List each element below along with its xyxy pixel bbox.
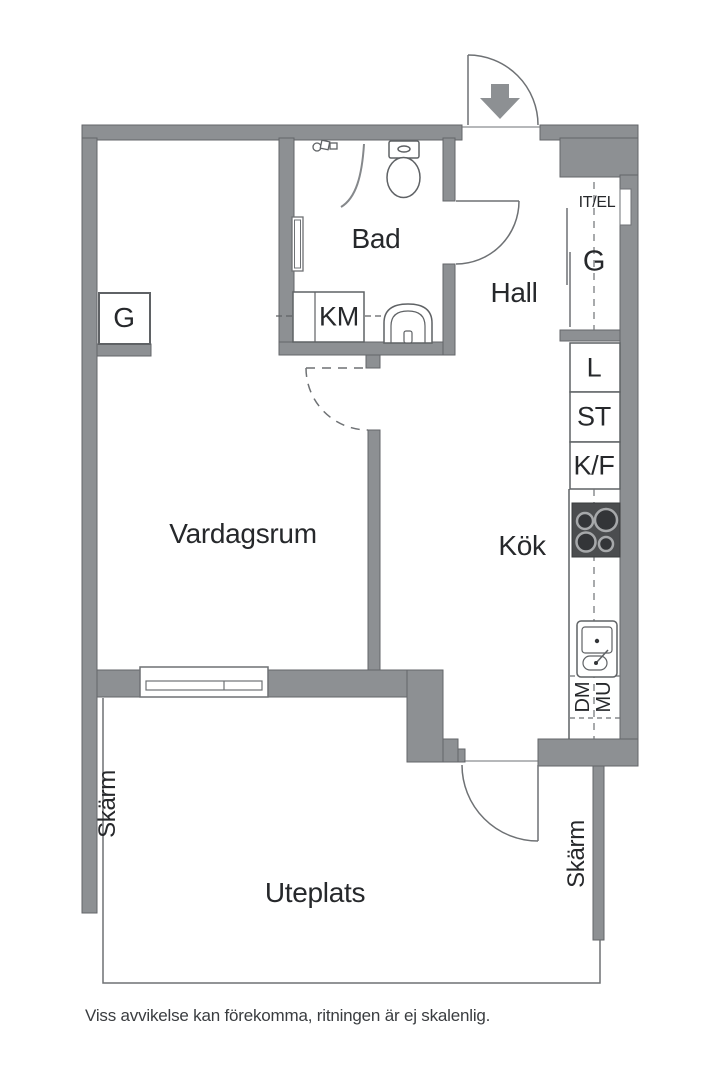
toilet-icon (386, 140, 421, 199)
microwave-label: MU (593, 681, 615, 713)
uteplats-door-arc (461, 764, 539, 842)
cabinet-kf (569, 441, 621, 490)
it-el-label: IT/EL (578, 194, 616, 211)
room-label-hall: Hall (490, 277, 538, 308)
cleaning-cabinet-label: ST (577, 401, 611, 432)
uteplats-door (461, 760, 539, 842)
cooktop-4-burner-icon (571, 502, 621, 558)
wall-skarm-right (592, 765, 605, 941)
wall-closet-separator (559, 329, 621, 342)
entrance-door (462, 54, 540, 128)
hall-closet (566, 182, 632, 330)
entrance-door-arc (467, 54, 539, 126)
wall-bad-bottom (278, 341, 456, 356)
wall-stub-closet (96, 343, 152, 357)
washing-machine-label: KM (319, 301, 359, 332)
bathroom-door-arc (455, 200, 520, 265)
radiator-icon (291, 216, 304, 272)
down-arrow-icon (480, 84, 520, 119)
wall-bad-right-lower (442, 263, 456, 356)
shower-mixer-icon (312, 139, 338, 152)
dishwasher-label: DM (572, 681, 594, 713)
kitchen-sink-icon (576, 620, 618, 678)
wall-bad-right-upper (442, 137, 456, 202)
wall-stub-kok (365, 354, 381, 369)
wall-right (619, 174, 639, 742)
wall-niche (619, 188, 632, 226)
washing-machine-icon (276, 291, 382, 343)
screen-label-right: Skärm (563, 820, 590, 888)
wall-top-left (81, 124, 463, 141)
wall-vardagsrum-kok (367, 429, 381, 673)
wall-step-2 (457, 748, 466, 763)
linen-cabinet-label: L (586, 352, 602, 383)
washbasin-icon (383, 303, 433, 344)
wall-corner-column (406, 669, 444, 763)
kitchen-cabinets (568, 342, 621, 739)
room-label-vardagsrum: Vardagsrum (169, 518, 317, 549)
room-label-kok: Kök (498, 530, 546, 561)
window-icon (139, 666, 269, 698)
wall-topright-block (559, 137, 639, 178)
screen-label-left: Skärm (94, 770, 121, 838)
room-label-uteplats: Uteplats (264, 877, 366, 908)
closet-label-hall: G (582, 245, 606, 278)
fridge-freezer-label: K/F (573, 450, 615, 481)
wall-step-1 (442, 738, 459, 763)
uteplats-boundary (102, 698, 601, 984)
livingroom-closet-box (98, 292, 151, 345)
bathroom-door (455, 200, 520, 265)
curtain-rod-icon (340, 143, 365, 208)
closet-label-livingroom: G (113, 302, 135, 333)
opening-dashed-swing (305, 367, 369, 431)
wall-bottom-right (537, 738, 639, 767)
disclaimer-text: Viss avvikelse kan förekomma, ritningen … (85, 1006, 491, 1025)
room-label-bad: Bad (351, 223, 401, 254)
wall-left (81, 137, 98, 914)
